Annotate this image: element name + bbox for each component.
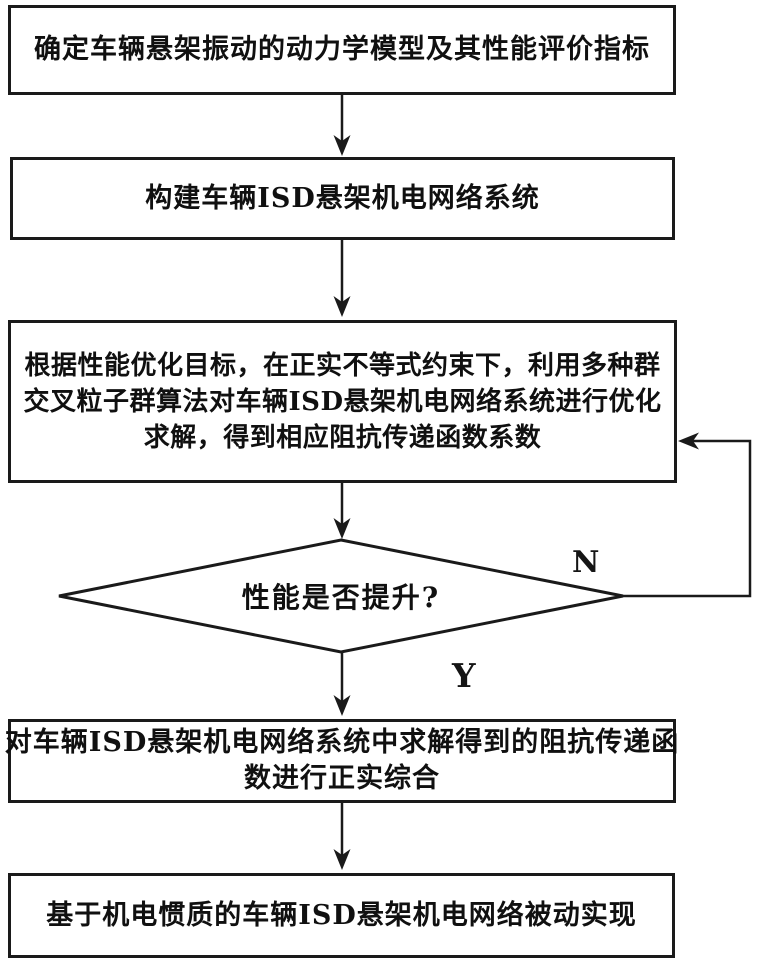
step3-text-line2: 交叉粒子群算法对车辆ISD悬架机电网络系统进行优化 bbox=[23, 386, 662, 417]
arrowhead-step1-to-step2 bbox=[333, 135, 351, 156]
step5-text: 基于机电惯质的车辆ISD悬架机电网络被动实现 bbox=[46, 899, 637, 931]
process-box-step4: 对车辆ISD悬架机电网络系统中求解得到的阻抗传递函 数进行正实综合 bbox=[5, 719, 678, 803]
arrowhead-decision-to-step4 bbox=[333, 695, 351, 716]
step2-text: 构建车辆ISD悬架机电网络系统 bbox=[145, 182, 540, 214]
step4-text-line1: 对车辆ISD悬架机电网络系统中求解得到的阻抗传递函 bbox=[4, 727, 680, 758]
process-box-step2: 构建车辆ISD悬架机电网络系统 bbox=[10, 157, 675, 240]
loop-back-connector bbox=[623, 439, 752, 598]
branch-label-yes: Y bbox=[452, 656, 476, 695]
branch-label-no: N bbox=[572, 545, 600, 580]
decision-label: 性能是否提升? bbox=[241, 581, 441, 614]
arrowhead-step2-to-step3 bbox=[333, 296, 351, 317]
decision-diamond-shape bbox=[58, 538, 624, 654]
process-box-step1: 确定车辆悬架振动的动力学模型及其性能评价指标 bbox=[8, 5, 676, 95]
step1-text: 确定车辆悬架振动的动力学模型及其性能评价指标 bbox=[34, 34, 650, 65]
process-box-step3: 根据性能优化目标，在正实不等式约束下，利用多种群 交叉粒子群算法对车辆ISD悬架… bbox=[8, 320, 677, 483]
arrowhead-step3-to-decision bbox=[333, 518, 351, 539]
step4-text-line2: 数进行正实综合 bbox=[244, 763, 440, 794]
loop-back-arrowhead bbox=[678, 432, 699, 450]
step3-text-line1: 根据性能优化目标，在正实不等式约束下，利用多种群 bbox=[24, 350, 661, 381]
step3-text-line3: 求解，得到相应阻抗传递函数系数 bbox=[143, 422, 542, 453]
arrowhead-step4-to-step5 bbox=[333, 849, 351, 870]
process-box-step5: 基于机电惯质的车辆ISD悬架机电网络被动实现 bbox=[8, 873, 675, 958]
